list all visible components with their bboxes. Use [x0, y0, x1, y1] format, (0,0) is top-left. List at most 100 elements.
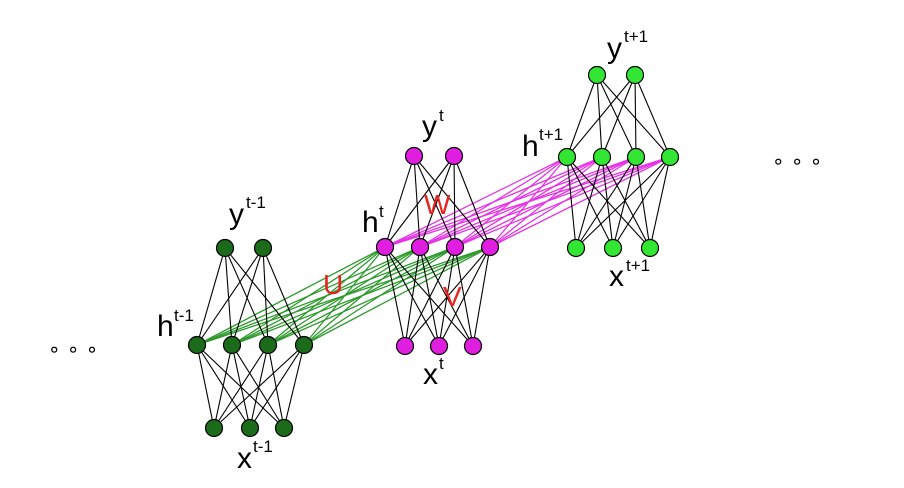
hidden-node-cur-1 [410, 237, 430, 257]
svg-text:x: x [237, 442, 252, 475]
input-hidden-edge [601, 156, 614, 249]
input-hidden-edge [249, 344, 305, 429]
svg-text:t: t [439, 106, 444, 125]
input-node-cur-0 [395, 336, 415, 356]
input-hidden-edge [566, 156, 614, 249]
input-node-cur-1 [429, 336, 449, 356]
hidden-output-edge [224, 247, 233, 346]
input-hidden-edge [384, 246, 474, 347]
hidden-output-edge [413, 155, 456, 248]
hidden-output-edge [262, 247, 269, 346]
recurrent-edge-w [419, 156, 568, 248]
svg-text:t-1: t-1 [246, 193, 266, 212]
input-node-prev-0 [204, 418, 224, 438]
svg-text:t+1: t+1 [539, 125, 563, 144]
svg-text:t: t [379, 202, 384, 221]
weight-w-label: W [424, 189, 451, 220]
input-node-next-0 [566, 238, 586, 258]
nodes-layer [187, 65, 680, 438]
hidden-output-edge [453, 155, 456, 248]
recurrent-edge-w [489, 156, 603, 248]
input-hidden-edge [454, 246, 474, 347]
input-node-cur-2 [463, 336, 483, 356]
svg-text:t-1: t-1 [253, 437, 273, 456]
input-hidden-edge [196, 344, 285, 429]
hidden-output-edge [634, 74, 637, 158]
output-node-next-1 [625, 65, 645, 85]
left-ellipsis: ∘ ∘ ∘ [48, 337, 98, 361]
svg-text:t-1: t-1 [174, 306, 194, 325]
label-y-prev: y t-1 [229, 193, 266, 231]
input-hidden-edge [635, 156, 651, 249]
hidden-output-edge [601, 74, 636, 158]
input-hidden-edge [472, 246, 491, 347]
input-hidden-edge [612, 156, 671, 249]
hidden-output-edge [596, 74, 603, 158]
recurrent-edge-u [267, 246, 386, 346]
hidden-output-edge [262, 247, 305, 346]
hidden-output-edge [566, 74, 636, 158]
input-hidden-edge [575, 156, 603, 249]
hidden-output-edge [196, 247, 226, 346]
input-node-next-2 [640, 238, 660, 258]
recurrent-edge-w [489, 156, 637, 248]
recurrent-edge-u [196, 246, 386, 346]
svg-text:y: y [422, 110, 437, 143]
output-node-cur-1 [444, 146, 464, 166]
label-h-prev: h t-1 [157, 306, 194, 343]
hidden-output-edge [596, 74, 671, 158]
input-hidden-edge [419, 246, 474, 347]
input-hidden-edge [249, 344, 269, 429]
svg-text:y: y [607, 32, 622, 65]
hidden-output-edge [596, 74, 637, 158]
hidden-node-next-1 [592, 147, 612, 167]
hidden-node-prev-3 [294, 335, 314, 355]
hidden-output-edge [413, 155, 491, 248]
hidden-output-edge [419, 155, 455, 248]
recurrent-edge-u [231, 246, 386, 346]
recurrent-edge-w [489, 156, 568, 248]
recurrent-edge-u [303, 246, 386, 346]
svg-text:x: x [423, 358, 438, 391]
input-node-prev-2 [274, 418, 294, 438]
hidden-node-next-3 [660, 147, 680, 167]
hidden-output-edge [231, 247, 264, 346]
hidden-node-prev-0 [187, 335, 207, 355]
hidden-node-prev-1 [222, 335, 242, 355]
input-hidden-edge [612, 156, 637, 249]
input-hidden-edge [649, 156, 671, 249]
input-hidden-edge [566, 156, 651, 249]
input-hidden-edge [566, 156, 577, 249]
hidden-output-edge [384, 155, 455, 248]
label-y-next: y t+1 [607, 27, 648, 65]
svg-text:h: h [522, 130, 539, 163]
output-node-prev-0 [215, 238, 235, 258]
input-node-next-1 [603, 238, 623, 258]
input-hidden-edge [601, 156, 651, 249]
label-y-cur: y t [422, 106, 444, 143]
input-hidden-edge [575, 156, 671, 249]
input-hidden-edge [575, 156, 637, 249]
output-node-prev-1 [253, 238, 273, 258]
input-hidden-edge [196, 344, 215, 429]
recurrent-edge-w [489, 156, 671, 248]
output-node-next-0 [587, 65, 607, 85]
right-ellipsis: ∘ ∘ ∘ [772, 149, 822, 173]
label-x-cur: x t [423, 354, 444, 391]
hidden-output-edge [196, 247, 264, 346]
input-hidden-edge [267, 344, 285, 429]
svg-text:x: x [609, 260, 624, 293]
hidden-output-edge [453, 155, 491, 248]
recurrent-edge-u [303, 246, 456, 346]
label-h-cur: h t [362, 202, 384, 239]
edges-layer [196, 74, 671, 429]
hidden-output-edge [634, 74, 671, 158]
svg-text:t+1: t+1 [624, 27, 648, 46]
svg-text:h: h [362, 206, 379, 239]
svg-text:h: h [157, 310, 174, 343]
hidden-output-edge [224, 247, 305, 346]
recurrent-edge-u [303, 246, 421, 346]
label-x-next: x t+1 [609, 256, 650, 293]
